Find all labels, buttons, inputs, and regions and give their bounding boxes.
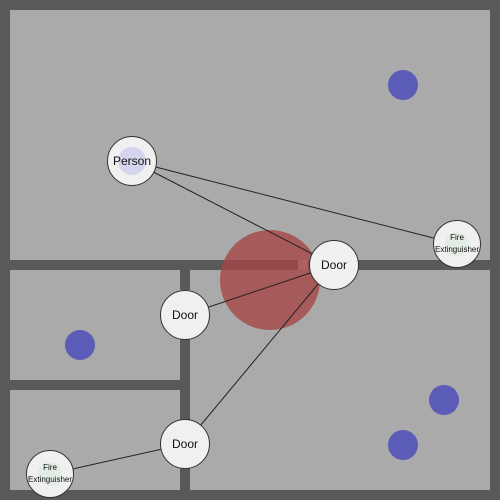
door-node[interactable]: Door bbox=[309, 240, 359, 290]
extinguisher-label-line2: Extinguisher bbox=[27, 475, 73, 484]
room-top bbox=[10, 10, 490, 260]
person-marker bbox=[118, 147, 146, 175]
extinguisher-label-line1: Fire bbox=[43, 463, 57, 472]
door-node[interactable]: Door bbox=[160, 290, 210, 340]
blue-circle-marker bbox=[388, 430, 418, 460]
blue-circle-marker bbox=[388, 70, 418, 100]
fire-extinguisher-node[interactable]: Fire Extinguisher bbox=[433, 220, 481, 268]
fire-extinguisher-node[interactable]: Fire Extinguisher bbox=[26, 450, 74, 498]
fire-zone bbox=[220, 230, 320, 330]
door-label: Door bbox=[320, 258, 347, 272]
extinguisher-label-line2: Extinguisher bbox=[434, 245, 480, 254]
door-label: Door bbox=[171, 437, 198, 451]
blue-circle-marker bbox=[65, 330, 95, 360]
extinguisher-marker bbox=[445, 232, 469, 256]
room-middle-left bbox=[10, 270, 180, 380]
person-label: Person bbox=[112, 154, 152, 168]
extinguisher-marker bbox=[38, 462, 62, 486]
person-node[interactable]: Person bbox=[107, 136, 157, 186]
blue-circle-marker bbox=[429, 385, 459, 415]
extinguisher-label-line1: Fire bbox=[450, 233, 464, 242]
door-label: Door bbox=[171, 308, 198, 322]
door-node[interactable]: Door bbox=[160, 419, 210, 469]
